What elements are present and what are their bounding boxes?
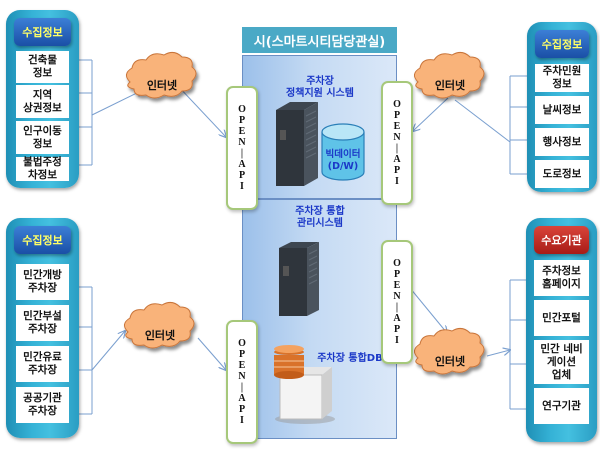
list-item: 연구기관 [534,388,589,424]
panel-collected-info-bottom-left: 수집정보 민간개방 주차장 민간부설 주차장 민간유료 주차장 공공기관 주차장 [6,218,79,438]
policy-server-icon [276,102,318,186]
list-item: 민간부설 주차장 [16,305,69,341]
internet-cloud-bottom-left-label: 인터넷 [144,329,176,342]
panel-header: 수집정보 [535,30,589,58]
list-item: 날씨정보 [535,96,589,124]
arrow-tl-to-cloud [91,90,143,116]
list-item: 주차민원 정보 [535,64,589,92]
internet-cloud-top-left-label: 인터넷 [146,79,178,92]
bracket-top-left [79,59,93,166]
arrow-tr-to-cloud [454,99,511,143]
arrow-cloud-to-api-tr [413,97,449,131]
list-item: 민간개방 주차장 [16,264,69,300]
list-item: 민간 네비 게이션 업체 [534,340,589,384]
list-item: 건축물 정보 [16,51,69,83]
list-item: 행사정보 [535,128,589,156]
panel-demand-agencies: 수요기관 주차정보 홈페이지 민간포털 민간 네비 게이션 업체 연구기관 [526,218,597,442]
panel-collected-info-top-left: 수집정보 건축물 정보 지역 상권정보 인구이동 정보 불법주정 차정보 [6,10,79,188]
internet-cloud-top-right-label: 인터넷 [434,79,466,92]
list-item: 공공기관 주차장 [16,387,69,423]
arrow-api-br-to-cloud [409,287,447,333]
list-item: 주차정보 홈페이지 [534,260,589,296]
arrow-cloud-to-br [486,350,510,357]
list-item: 지역 상권정보 [16,85,69,118]
panel-collected-info-top-right: 수집정보 주차민원 정보 날씨정보 행사정보 도로정보 [527,22,597,192]
arrow-cloud-to-api-bl [197,337,226,370]
panel-header: 수집정보 [14,18,71,46]
integrated-db-server-icon [274,345,335,424]
bracket-bottom-left [79,286,93,415]
integrated-db-label: 주차장 통합DB [317,353,383,364]
city-office-title: 시(스마트시티담당관실) [242,27,397,53]
list-item: 불법주정 차정보 [16,156,69,181]
internet-cloud-bottom-right-label: 인터넷 [434,355,466,368]
list-item: 도로정보 [535,160,589,188]
mgmt-server-icon [279,242,319,316]
list-item: 인구이동 정보 [16,121,69,154]
bigdata-cylinder-icon [321,123,365,181]
list-item: 민간유료 주차장 [16,346,69,382]
panel-header: 수집정보 [14,226,71,254]
integrated-mgmt-label: 주차장 통합 관리시스템 [295,206,345,229]
policy-system-label: 주차장 정책지원 시스템 [286,76,354,99]
bigdata-label: 빅데이터 (D/W) [325,149,361,172]
list-item: 민간포털 [534,300,589,336]
panel-header: 수요기관 [534,226,589,254]
